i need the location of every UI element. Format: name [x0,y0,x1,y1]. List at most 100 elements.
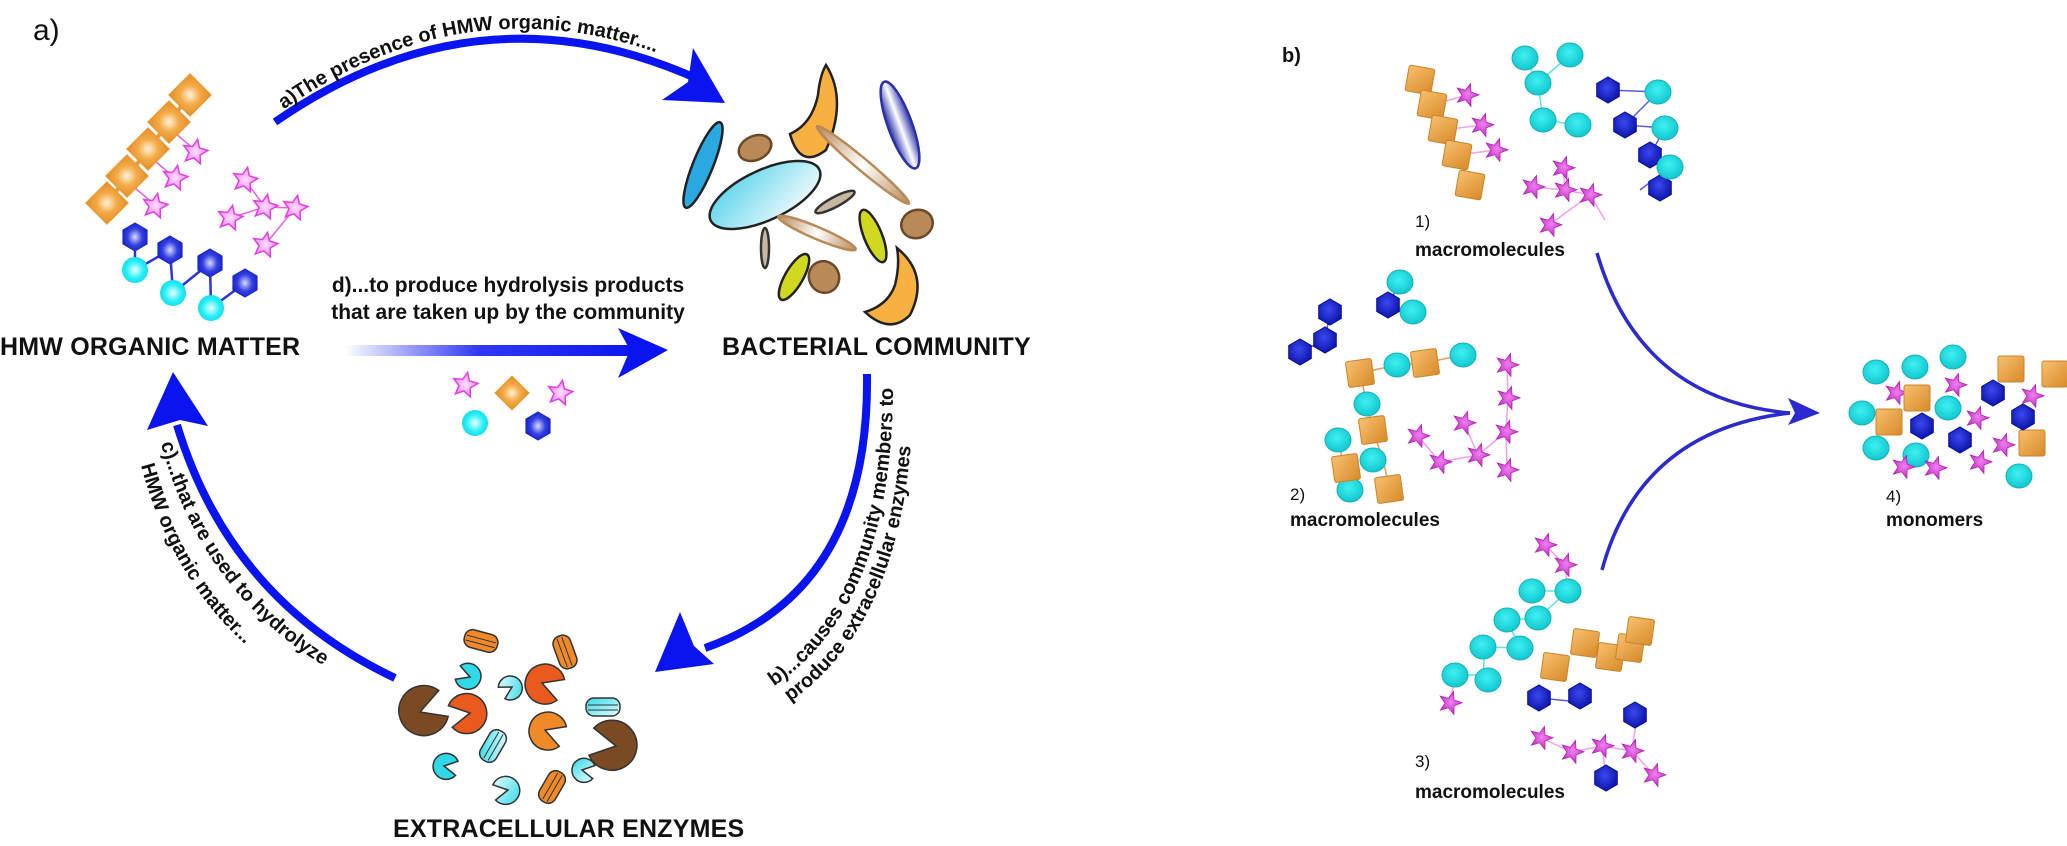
circle-icon [1556,42,1584,68]
star-icon [1966,405,1991,431]
enzyme-stripe [466,634,497,644]
circle-icon [2005,463,2033,489]
circle-icon [1651,115,1679,141]
circle-icon [462,410,488,436]
hexagon-icon [1596,76,1620,104]
star-icon [142,191,170,220]
square-icon [1331,453,1361,483]
star-icon [1643,762,1668,788]
enzyme-body [478,728,508,764]
star-icon [1969,449,1994,475]
enzyme-icon [524,663,566,705]
arrow-b [655,373,872,672]
arrow-d-label: d)...to produce hydrolysis products that… [318,272,698,326]
hexagon-icon [1313,326,1337,354]
star-icon [182,137,210,166]
circle-icon [1469,634,1497,660]
enzyme-stripe [542,772,559,800]
square-icon [1903,384,1931,412]
enzyme-body [528,711,568,751]
circle-icon [1511,45,1539,71]
enzyme-barrel-icon [585,697,621,717]
circle-icon [1939,344,1967,370]
hydrolysis-products [452,370,575,441]
hexagon-icon [232,268,258,298]
circle-icon [1441,662,1469,688]
enzyme-body [447,692,488,735]
star-icon [1554,552,1579,578]
star-icon [1579,182,1604,208]
hexagon-icon [1318,298,1342,326]
star-icon [1496,352,1521,378]
square-icon [1416,89,1448,121]
star-icon [1539,212,1564,238]
enzyme-icon [398,684,450,737]
star-icon [1534,532,1559,558]
square-icon [1427,114,1459,146]
hexagon-icon [197,248,223,278]
arrow-d-label-line1: d)...to produce hydrolysis products [331,274,685,297]
arrow-c [147,372,397,682]
star-icon [1992,432,2017,458]
circle-icon [1449,342,1477,368]
group-4-number: 4) [1886,487,1902,506]
enzyme-icon [528,711,568,751]
circle-icon [1524,70,1552,96]
circle-icon [1518,578,1546,604]
hmw-organic-matter-molecules [85,73,310,321]
panel-b-molecules [1288,42,2067,792]
star-icon [1892,454,1917,480]
circle-icon [1901,354,1929,380]
square-icon [1404,64,1436,96]
circle-icon [1383,352,1411,378]
star-icon [1554,177,1579,203]
enzyme-barrel-icon [463,628,499,654]
enzyme-stripe [483,731,500,759]
group-1-name: macromolecules [1415,240,1565,261]
enzyme-body [587,719,638,772]
hexagon-icon [1613,111,1637,139]
square-icon [1374,474,1404,504]
star-icon [2021,383,2046,409]
hexagon-icon [1568,682,1592,710]
arrow-a [272,34,725,126]
square-icon [1441,139,1473,171]
star-icon [1497,385,1522,411]
hexagon-icon [525,411,551,441]
star-icon [1429,449,1454,475]
star-icon [547,378,575,407]
enzyme-body [571,757,596,784]
star-icon [252,230,280,259]
node-bacterial-community: BACTERIAL COMMUNITY [722,333,1031,361]
enzyme-body [524,663,566,705]
star-icon [1453,410,1478,436]
square-icon [1625,616,1655,646]
hexagon-icon [1948,426,1972,454]
hexagon-icon [1638,141,1662,169]
enzyme-stripe [546,775,563,802]
square-icon [2018,429,2046,457]
circle-icon [1554,578,1582,604]
enzyme-barrel-icon [478,728,508,764]
hexagon-icon [1376,291,1400,319]
enzyme-body [537,769,567,805]
star-icon [1561,739,1586,765]
circle-icon [1474,667,1502,693]
hexagon-icon [1288,338,1312,366]
star-icon [1485,137,1510,163]
star-icon [1495,419,1520,445]
extracellular-enzymes [398,628,638,806]
star-icon [452,370,480,399]
star-icon [1944,372,1969,398]
circle-icon [1386,269,1414,295]
hexagon-icon [1594,764,1618,792]
star-icon [1496,457,1521,483]
star-icon [162,163,190,192]
circle-icon [1359,447,1387,473]
circle-icon [1656,154,1684,180]
star-icon [217,203,245,232]
star-icon [1591,733,1616,759]
star-icon [1467,442,1492,468]
